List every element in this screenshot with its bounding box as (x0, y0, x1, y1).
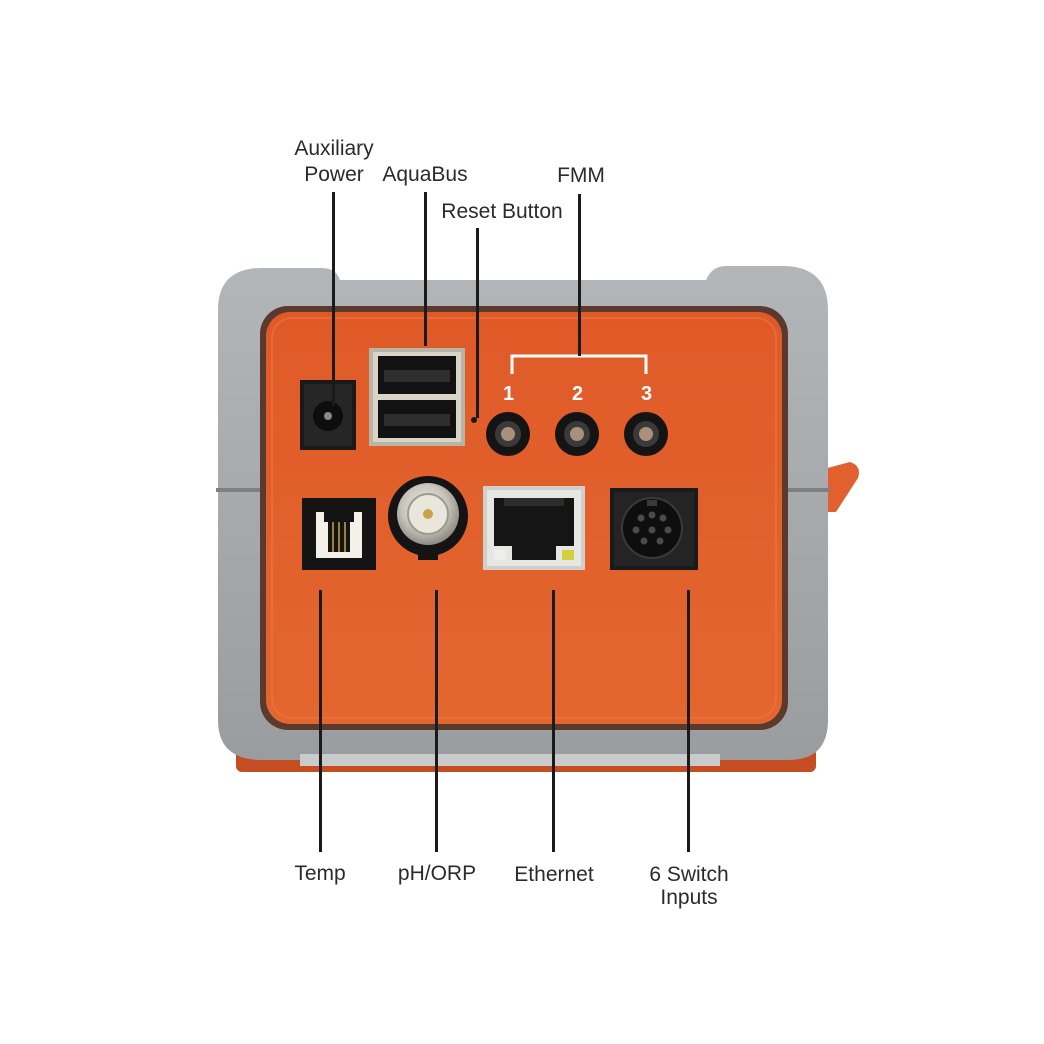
leader-ph-orp (435, 590, 438, 852)
leader-aquabus (424, 192, 427, 346)
label-aquabus: AquaBus (382, 163, 468, 186)
leader-fmm (578, 194, 581, 356)
label-ethernet: Ethernet (514, 863, 594, 886)
label-ph-orp: pH/ORP (397, 862, 477, 885)
label-reset-button: Reset Button (441, 200, 563, 223)
label-fmm: FMM (557, 164, 605, 187)
aquabus-ports (369, 348, 465, 446)
fmm-port-number-1: 1 (503, 383, 515, 405)
leader-temp (319, 590, 322, 852)
leader-aux-power (332, 192, 335, 406)
fmm-port-1 (486, 412, 530, 456)
fmm-port-number-2: 2 (572, 383, 584, 405)
label-aux-power-line2: Power (304, 163, 364, 186)
fmm-port-number-3: 3 (641, 383, 653, 405)
ph-orp-bnc (388, 476, 468, 560)
reset-pinhole (471, 417, 477, 423)
label-switch-inputs-line2: Inputs (660, 886, 718, 909)
fmm-bracket (510, 354, 648, 374)
label-switch-inputs: 6 Switch Inputs (634, 863, 744, 909)
ethernet-port (483, 486, 585, 570)
leader-ethernet (552, 590, 555, 852)
side-tab (820, 462, 859, 512)
fmm-port-3 (624, 412, 668, 456)
label-strip (300, 754, 720, 766)
label-aux-power-line1: Auxiliary (294, 137, 374, 160)
temp-port (302, 498, 376, 570)
leader-switch-inputs (687, 590, 690, 852)
fmm-port-2 (555, 412, 599, 456)
label-switch-inputs-line1: 6 Switch (649, 863, 729, 886)
label-aux-power: Auxiliary Power (284, 137, 384, 186)
aux-power-jack (300, 380, 356, 450)
switch-inputs-port (610, 488, 698, 570)
label-temp: Temp (294, 862, 346, 885)
leader-reset-button (476, 228, 479, 418)
